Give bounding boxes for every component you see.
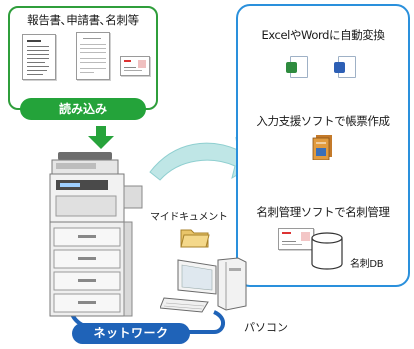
pc-label: パソコン (244, 321, 288, 334)
documents-title: 報告書､申請書､名刺等 (27, 13, 139, 27)
network-label: ネットワーク (72, 323, 190, 344)
application-form-icon (76, 32, 110, 80)
form-creation-label: 入力支援ソフトで帳票作成 (256, 114, 390, 128)
report-document-icon (22, 34, 56, 80)
word-file-icon (334, 56, 356, 78)
office-conversion-label: ExcelやWordに自動変換 (261, 28, 385, 42)
copier-icon (49, 152, 143, 317)
card-icon (278, 228, 314, 250)
down-arrow (88, 126, 114, 149)
my-documents-label: マイドキュメント (150, 212, 228, 223)
read-in-label: 読み込み (20, 98, 146, 120)
business-card-icon (120, 56, 150, 76)
excel-file-icon (286, 56, 308, 78)
documents-box: 報告書､申請書､名刺等 (8, 6, 158, 110)
folder-icon (180, 229, 210, 248)
database-icon (311, 232, 343, 270)
form-software-icon (312, 135, 332, 160)
card-management-label: 名刺管理ソフトで名刺管理 (256, 205, 390, 219)
network-cable-pc (186, 310, 225, 334)
output-box: ExcelやWordに自動変換 入力支援ソフトで帳票作成 名刺管理ソフトで名刺管… (236, 4, 410, 287)
card-db-label: 名刺DB (350, 259, 384, 270)
computer-icon (160, 257, 247, 313)
